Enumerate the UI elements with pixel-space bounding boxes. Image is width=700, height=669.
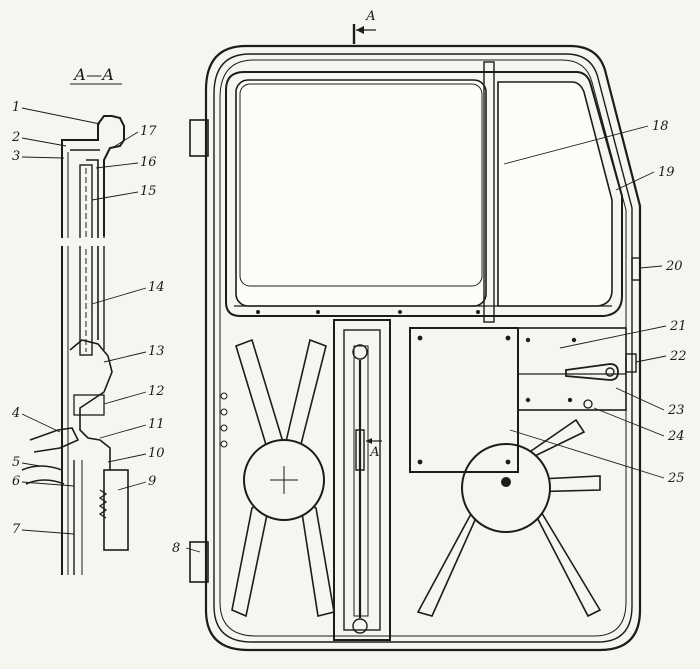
window-screws xyxy=(256,310,480,314)
section-a-a: А—А xyxy=(11,65,165,575)
section-cut-arrowhead xyxy=(356,26,364,34)
door-leaders xyxy=(185,125,667,553)
latch-bracket xyxy=(73,394,105,416)
callout-13: 13 xyxy=(148,344,165,359)
seal-clip xyxy=(631,257,641,281)
window-glass-left-inner xyxy=(239,83,483,287)
regulator-channel-outer xyxy=(333,319,391,641)
regulator-pulley-bottom xyxy=(352,618,368,634)
inner-section-arrowhead xyxy=(366,438,372,444)
callout-24: 24 xyxy=(667,429,685,444)
callout-10: 10 xyxy=(148,446,165,461)
door-outline-mid xyxy=(213,53,633,643)
bracket-bolt xyxy=(583,399,593,409)
callout-8: 8 xyxy=(172,541,180,556)
callout-7: 7 xyxy=(12,522,21,537)
callout-6: 6 xyxy=(12,474,20,489)
window-frame-outer xyxy=(225,71,623,317)
inner-section-marker: А xyxy=(369,445,380,460)
glass-channel xyxy=(79,164,93,356)
callout-1: 1 xyxy=(12,100,20,115)
lock-cylinder xyxy=(625,353,637,373)
mid-band xyxy=(58,238,128,246)
handle-bracket-screws xyxy=(525,337,577,403)
section-title: А—А xyxy=(73,65,114,84)
callout-9: 9 xyxy=(148,474,156,489)
lock-plate-screws xyxy=(417,335,511,465)
section-cut-letter: А xyxy=(365,9,376,24)
callout-21: 21 xyxy=(669,319,687,334)
lower-hinge xyxy=(189,541,209,583)
callout-23: 23 xyxy=(667,403,685,418)
door-outline-outer xyxy=(204,44,642,652)
left-x-brace xyxy=(231,338,335,618)
regulator-clamp xyxy=(355,429,365,471)
door-outline-inner xyxy=(219,59,627,637)
callout-20: 20 xyxy=(665,259,683,274)
callout-4: 4 xyxy=(11,406,20,421)
callout-15: 15 xyxy=(140,184,157,199)
callout-25: 25 xyxy=(667,471,685,486)
callout-19: 19 xyxy=(658,165,675,180)
door-handle xyxy=(565,363,619,381)
top-inner-channel xyxy=(70,149,100,340)
callout-17: 17 xyxy=(140,124,157,139)
callout-22: 22 xyxy=(669,349,687,364)
guide-rail xyxy=(483,61,495,323)
door-panel: А А xyxy=(172,9,687,652)
callout-11: 11 xyxy=(148,417,165,432)
handle-pivot xyxy=(605,367,615,377)
regulator-channel-inner xyxy=(343,329,381,631)
callout-18: 18 xyxy=(652,119,669,134)
lower-mechanism xyxy=(69,339,113,470)
upper-hinge xyxy=(189,119,209,157)
callout-12: 12 xyxy=(148,384,165,399)
callout-14: 14 xyxy=(148,280,165,295)
top-seal-profile xyxy=(61,115,125,236)
handle-cable xyxy=(21,465,65,485)
callout-16: 16 xyxy=(140,155,157,170)
rivet-column xyxy=(220,392,228,448)
lower-box xyxy=(103,469,129,551)
callout-5: 5 xyxy=(12,455,20,470)
regulator-pulley-top xyxy=(352,344,368,360)
section-leaders xyxy=(21,107,147,535)
handle-lever xyxy=(29,427,80,453)
spring xyxy=(98,489,108,519)
window-glass-left xyxy=(235,79,487,307)
callout-2: 2 xyxy=(11,130,20,145)
callout-3: 3 xyxy=(12,149,20,164)
window-glass-right xyxy=(497,81,613,307)
